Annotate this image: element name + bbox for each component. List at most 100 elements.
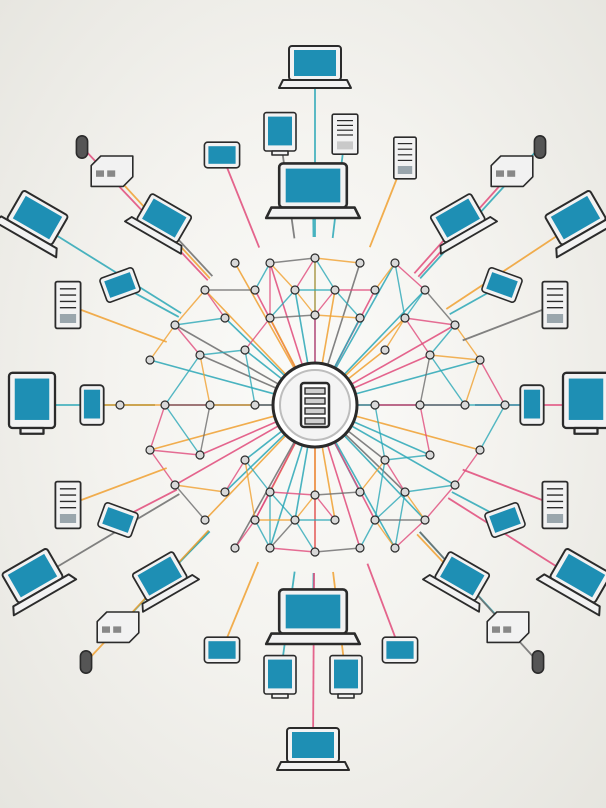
link-line	[404, 491, 426, 521]
link-line	[269, 519, 296, 549]
junction-node	[230, 258, 240, 268]
link-line	[294, 494, 316, 521]
junction-node	[160, 400, 170, 410]
link-line	[394, 262, 406, 319]
junction-node	[450, 320, 460, 330]
junction-node	[265, 258, 275, 268]
link-line	[244, 317, 271, 351]
link-line	[479, 404, 506, 451]
desktop-tower-icon	[392, 136, 418, 180]
link-line	[394, 262, 426, 291]
link-line	[199, 404, 211, 456]
link-line	[174, 484, 206, 521]
link-line	[269, 257, 316, 264]
junction-node	[370, 400, 380, 410]
link-line	[374, 519, 396, 549]
monitor-icon	[263, 111, 297, 156]
tablet-icon	[481, 267, 523, 303]
printer-icon	[331, 113, 359, 156]
link-line	[314, 257, 361, 264]
link-line	[244, 459, 271, 493]
tablet-icon	[381, 636, 419, 664]
junction-node	[170, 480, 180, 490]
device-link	[34, 221, 182, 314]
link-line	[359, 459, 386, 493]
link-line	[269, 547, 316, 553]
junction-node	[250, 515, 260, 525]
desktop-tower-icon	[541, 280, 569, 330]
laptop-icon	[0, 190, 69, 259]
link-line	[174, 484, 226, 493]
link-line	[384, 459, 406, 493]
link-line	[164, 404, 201, 456]
junction-node	[310, 310, 320, 320]
junction-node	[475, 445, 485, 455]
link-line	[224, 459, 246, 493]
link-line	[404, 317, 431, 356]
junction-node	[200, 285, 210, 295]
link-line	[429, 324, 456, 356]
junctions-layer	[115, 253, 510, 557]
junction-node	[200, 515, 210, 525]
junction-node	[425, 350, 435, 360]
link-line	[404, 289, 426, 319]
link-line	[269, 289, 296, 319]
junction-node	[400, 487, 410, 497]
junction-node	[145, 445, 155, 455]
link-line	[419, 354, 431, 406]
link-line	[314, 491, 361, 496]
link-line	[294, 289, 316, 316]
link-line	[424, 484, 456, 521]
junction-node	[390, 543, 400, 553]
junction-node	[330, 285, 340, 295]
link-line	[314, 547, 361, 553]
link-line	[404, 484, 456, 493]
laptop-icon	[264, 162, 362, 220]
monitor-icon	[7, 371, 57, 435]
tablet-icon	[203, 141, 241, 169]
link-line	[404, 317, 456, 326]
phone-icon	[79, 384, 105, 426]
junction-node	[310, 253, 320, 263]
link-line	[149, 404, 166, 451]
link-line	[294, 519, 316, 553]
link-line	[199, 354, 211, 406]
router-icon	[486, 611, 530, 644]
junction-node	[415, 400, 425, 410]
link-line	[204, 289, 226, 319]
link-line	[234, 519, 256, 549]
link-line	[174, 317, 226, 326]
laptop-icon	[276, 727, 350, 771]
device-link	[67, 304, 168, 343]
junction-node	[400, 313, 410, 323]
device-link	[221, 561, 260, 651]
junction-node	[220, 487, 230, 497]
laptop-icon	[535, 548, 606, 617]
link-line	[374, 459, 386, 521]
junction-node	[450, 480, 460, 490]
link-line	[149, 324, 176, 361]
junction-node	[420, 515, 430, 525]
link-line	[294, 257, 316, 291]
link-line	[314, 494, 336, 521]
devices-layer	[0, 45, 606, 771]
link-line	[479, 359, 506, 406]
device-link	[221, 154, 261, 248]
router-icon	[490, 155, 534, 188]
mouse-icon	[531, 649, 545, 675]
link-line	[454, 324, 481, 361]
link-line	[174, 324, 201, 356]
junction-node	[370, 515, 380, 525]
phone-icon	[519, 384, 545, 426]
device-link	[419, 531, 539, 663]
mouse-icon	[533, 134, 547, 160]
device-link	[67, 467, 168, 506]
junction-node	[370, 285, 380, 295]
laptop-icon	[278, 45, 352, 89]
link-line	[384, 317, 406, 351]
laptop-icon	[429, 193, 498, 255]
junction-node	[290, 285, 300, 295]
junction-node	[475, 355, 485, 365]
